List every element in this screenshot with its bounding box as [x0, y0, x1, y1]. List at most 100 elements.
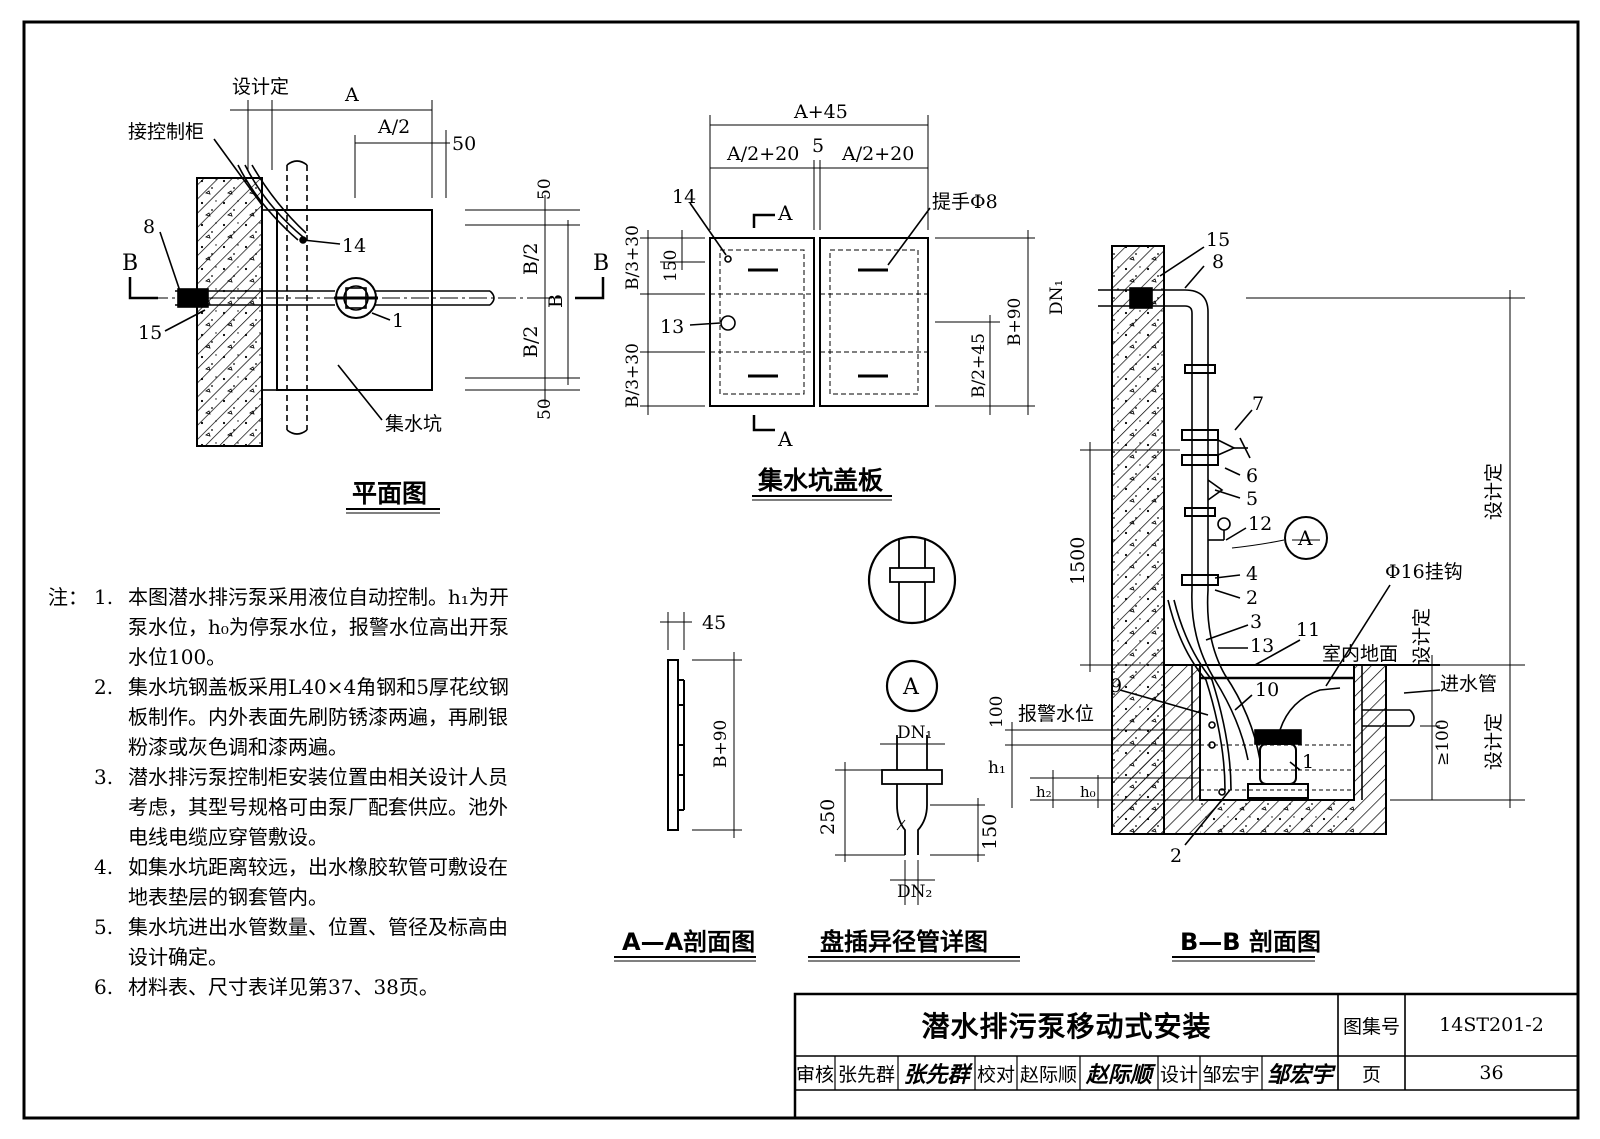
cover-section-a-top: A	[777, 201, 793, 225]
bb-tag-2-bottom: 2	[1170, 845, 1182, 867]
notes-block: 注：1.本图潜水排污泵采用液位自动控制。h₁为开泵水位，h₀为停泵水位，报警水位…	[48, 582, 588, 1002]
plan-dim-b-half-top: B/2	[520, 243, 542, 275]
note-line: 考虑，其型号规格可由泵厂配套供应。池外	[48, 792, 588, 822]
plan-dim-50-bottom: 50	[535, 398, 555, 420]
note-text: 集水坑进出水管数量、位置、管径及标高由	[128, 915, 508, 939]
note-line: 泵水位，h₀为停泵水位，报警水位高出开泵	[48, 612, 588, 642]
aa-dim-b90: B+90	[711, 720, 731, 768]
note-number: 4.	[94, 855, 114, 879]
bb-tag-8: 8	[1212, 251, 1224, 273]
detail-dim-150: 150	[979, 814, 1001, 850]
note-line: 注：1.本图潜水排污泵采用液位自动控制。h₁为开	[48, 582, 588, 612]
reducer-detail-view	[835, 535, 985, 905]
note-text: 地表垫层的钢套管内。	[128, 885, 328, 909]
bb-tag-4: 4	[1246, 563, 1258, 585]
check-label: 校对	[976, 1063, 1015, 1086]
designer-signature: 邹宏宇	[1266, 1062, 1333, 1088]
cover-dim-b90: B+90	[1005, 298, 1025, 346]
reviewer-signature: 张先群	[903, 1062, 970, 1088]
note-line: 粉漆或灰色调和漆两遍。	[48, 732, 588, 762]
plan-title: 平面图	[352, 479, 427, 508]
bb-tag-10: 10	[1255, 679, 1279, 701]
cover-dim-5: 5	[812, 135, 824, 157]
plan-view	[128, 100, 605, 447]
bb-floor-label: 室内地面	[1322, 643, 1398, 665]
bb-section-view	[1005, 245, 1525, 846]
note-text: 材料表、尺寸表详见第37、38页。	[128, 975, 439, 999]
note-number: 3.	[94, 765, 114, 789]
cover-plate-view	[640, 115, 1035, 432]
plan-labels: 设计定 A A/2 50 接控制柜 8 14 1 15 B B 集水坑 50 5…	[122, 76, 609, 508]
note-text: 如集水坑距离较远，出水橡胶软管可敷设在	[128, 855, 508, 879]
note-line: 4. 如集水坑距离较远，出水橡胶软管可敷设在	[48, 852, 588, 882]
aa-title: A—A剖面图	[622, 928, 755, 956]
detail-title: 盘插异径管详图	[820, 928, 988, 956]
note-line: 2.集水坑钢盖板采用L40×4角钢和5厚花纹钢	[48, 672, 588, 702]
plan-dim-a-half: A/2	[377, 116, 410, 138]
bb-tag-12: 12	[1248, 513, 1272, 535]
cover-dim-b3-30-top: B/3+30	[623, 225, 643, 290]
note-number: 1.	[94, 585, 114, 609]
bb-design-lower: 设计定	[1483, 713, 1505, 770]
title-block-grid	[793, 992, 1580, 1120]
cover-tag-13: 13	[660, 316, 684, 338]
note-line: 5. 集水坑进出水管数量、位置、管径及标高由	[48, 912, 588, 942]
note-text: 粉漆或灰色调和漆两遍。	[128, 735, 348, 759]
bb-tag-9: 9	[1110, 675, 1122, 697]
plan-design-label: 设计定	[232, 76, 289, 98]
plan-control-label: 接控制柜	[128, 121, 204, 143]
drawing-title: 潜水排污泵移动式安装	[921, 1010, 1212, 1043]
page-number: 36	[1479, 1062, 1504, 1084]
cover-handle-label: 提手Φ8	[932, 191, 998, 213]
note-line: 水位100。	[48, 642, 588, 672]
bb-dim-ge100: ≥100	[1433, 719, 1453, 766]
aa-section-view	[660, 612, 742, 838]
bb-dim-1500: 1500	[1067, 537, 1089, 585]
cover-title: 集水坑盖板	[757, 466, 883, 495]
checker-name: 赵际顺	[1019, 1063, 1077, 1086]
bb-tag-2: 2	[1246, 587, 1258, 609]
plan-pit-label: 集水坑	[385, 413, 442, 435]
cover-section-a-bottom: A	[777, 427, 793, 451]
bb-title: B—B 剖面图	[1180, 928, 1321, 956]
cover-plate-labels: A+45 A/2+20 5 A/2+20 14 A A 提手Φ8 13 B/3+…	[623, 101, 1025, 495]
plan-dim-50-top: 50	[535, 178, 555, 200]
bb-tag-11: 11	[1296, 619, 1320, 641]
bb-h0: h₀	[1080, 783, 1096, 801]
note-line: 3.潜水排污泵控制柜安装位置由相关设计人员	[48, 762, 588, 792]
aa-section-labels: 45 B+90 A—A剖面图	[622, 612, 755, 956]
bb-hook-label: Φ16挂钩	[1385, 561, 1463, 583]
bb-tag-13: 13	[1250, 635, 1274, 657]
atlas-label: 图集号	[1342, 1015, 1400, 1038]
note-text: 考虑，其型号规格可由泵厂配套供应。池外	[128, 795, 508, 819]
bb-design-upper: 设计定	[1483, 463, 1505, 520]
bb-alarm-label: 报警水位	[1018, 703, 1094, 725]
note-number: 5.	[94, 915, 114, 939]
bb-design-mid: 设计定	[1411, 608, 1433, 665]
note-text: 板制作。内外表面先刷防锈漆两遍，再刷银	[128, 705, 508, 729]
bb-tag-3: 3	[1250, 611, 1262, 633]
bb-tag-6: 6	[1246, 465, 1258, 487]
note-text: 集水坑钢盖板采用L40×4角钢和5厚花纹钢	[128, 675, 509, 699]
note-text: 水位100。	[128, 645, 227, 669]
bb-section-labels: DN₁ 15 8 7 6 5 12 4 2 3 13 11 9 10 1 2 A…	[987, 229, 1505, 956]
note-line: 电线电缆应穿管敷设。	[48, 822, 588, 852]
plan-section-b-left: B	[122, 251, 138, 276]
bb-inlet-label: 进水管	[1440, 673, 1497, 695]
cover-dim-a2-20-left: A/2+20	[726, 143, 799, 165]
plan-dim-b-half-bottom: B/2	[520, 326, 542, 358]
bb-circle-a: A	[1297, 526, 1313, 550]
cover-dim-a45: A+45	[793, 101, 848, 123]
designer-name: 邹宏宇	[1202, 1063, 1260, 1086]
notes-label: 注：	[48, 585, 88, 609]
detail-dn1: DN₁	[897, 723, 932, 743]
detail-circle-label: A	[902, 675, 920, 700]
cover-tag-14: 14	[672, 186, 696, 208]
atlas-number: 14ST201-2	[1439, 1014, 1544, 1036]
bb-h1: h₁	[988, 758, 1006, 778]
bb-tag-1: 1	[1302, 751, 1314, 773]
plan-dim-50: 50	[452, 133, 476, 155]
bb-h2: h₂	[1036, 783, 1052, 801]
plan-tag-15: 15	[138, 322, 162, 344]
